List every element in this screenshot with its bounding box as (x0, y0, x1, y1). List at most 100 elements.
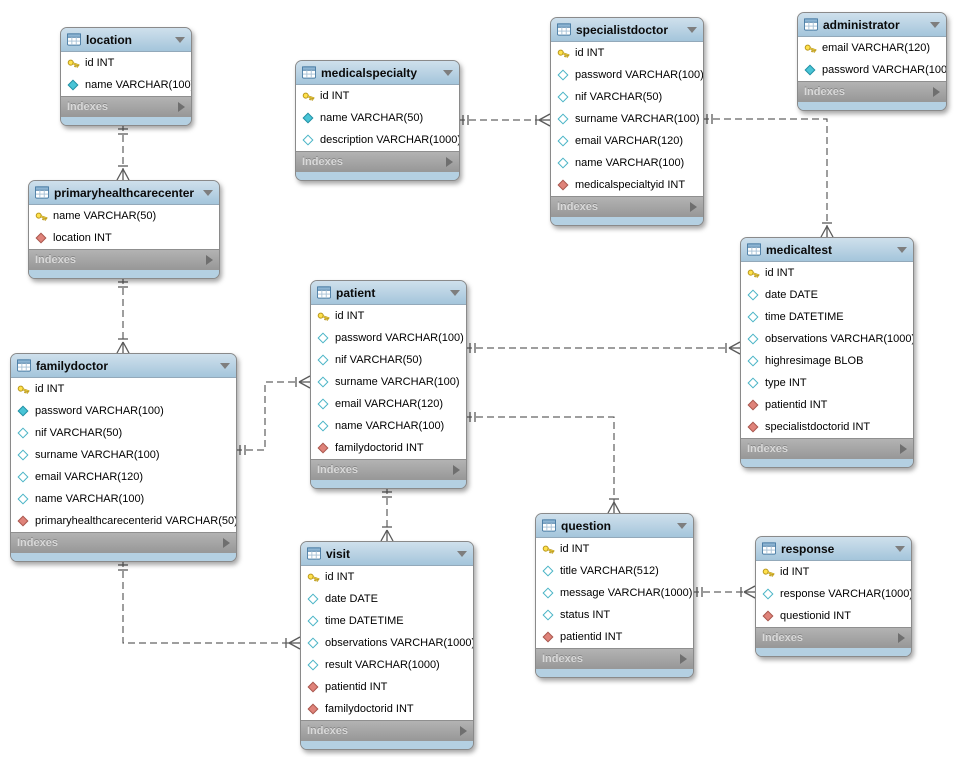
collapse-arrow-icon[interactable] (203, 189, 213, 196)
indexes-section[interactable]: Indexes (301, 720, 473, 741)
collapse-arrow-icon[interactable] (450, 289, 460, 296)
column-row[interactable]: name VARCHAR(50) (296, 107, 459, 129)
column-row[interactable]: password VARCHAR(100) (311, 327, 466, 349)
indexes-section[interactable]: Indexes (29, 249, 219, 270)
column-row[interactable]: patientid INT (536, 626, 693, 648)
column-row[interactable]: id INT (536, 538, 693, 560)
column-row[interactable]: surname VARCHAR(100) (311, 371, 466, 393)
column-row[interactable]: email VARCHAR(120) (551, 130, 703, 152)
expand-arrow-icon[interactable] (453, 465, 460, 475)
column-row[interactable]: title VARCHAR(512) (536, 560, 693, 582)
column-row[interactable]: password VARCHAR(100) (551, 64, 703, 86)
column-row[interactable]: id INT (741, 262, 913, 284)
column-row[interactable]: id INT (296, 85, 459, 107)
indexes-section[interactable]: Indexes (741, 438, 913, 459)
relationship-line[interactable] (122, 560, 300, 644)
column-row[interactable]: name VARCHAR(100) (551, 152, 703, 174)
column-row[interactable]: type INT (741, 372, 913, 394)
expand-arrow-icon[interactable] (900, 444, 907, 454)
relationship-question-response[interactable] (692, 585, 756, 599)
column-row[interactable]: observations VARCHAR(1000) (741, 328, 913, 350)
relationship-medicalspecialty-specialistdoctor[interactable] (458, 113, 551, 127)
column-row[interactable]: nif VARCHAR(50) (11, 422, 236, 444)
relationship-familydoctor-visit[interactable] (118, 560, 301, 650)
collapse-arrow-icon[interactable] (443, 69, 453, 76)
indexes-section[interactable]: Indexes (756, 627, 911, 648)
table-header[interactable]: primaryhealthcarecenter (29, 181, 219, 205)
column-row[interactable]: observations VARCHAR(1000) (301, 632, 473, 654)
column-row[interactable]: nif VARCHAR(50) (311, 349, 466, 371)
column-row[interactable]: message VARCHAR(1000) (536, 582, 693, 604)
column-row[interactable]: familydoctorid INT (301, 698, 473, 720)
column-row[interactable]: email VARCHAR(120) (11, 466, 236, 488)
table-header[interactable]: patient (311, 281, 466, 305)
column-row[interactable]: familydoctorid INT (311, 437, 466, 459)
column-row[interactable]: name VARCHAR(50) (29, 205, 219, 227)
table-header[interactable]: medicalspecialty (296, 61, 459, 85)
column-row[interactable]: id INT (551, 42, 703, 64)
relationship-line[interactable] (465, 416, 615, 513)
collapse-arrow-icon[interactable] (457, 550, 467, 557)
relationship-specialistdoctor-medicaltest[interactable] (702, 114, 834, 238)
relationship-patient-medicaltest[interactable] (465, 341, 741, 355)
table-header[interactable]: visit (301, 542, 473, 566)
column-row[interactable]: email VARCHAR(120) (311, 393, 466, 415)
collapse-arrow-icon[interactable] (677, 522, 687, 529)
column-row[interactable]: highresimage BLOB (741, 350, 913, 372)
column-row[interactable]: id INT (11, 378, 236, 400)
collapse-arrow-icon[interactable] (687, 26, 697, 33)
relationship-location-primaryhealthcarecenter[interactable] (116, 124, 130, 181)
relationship-line[interactable] (235, 381, 310, 451)
table-header[interactable]: familydoctor (11, 354, 236, 378)
table-header[interactable]: location (61, 28, 191, 52)
column-row[interactable]: questionid INT (756, 605, 911, 627)
column-row[interactable]: date DATE (301, 588, 473, 610)
collapse-arrow-icon[interactable] (175, 36, 185, 43)
column-row[interactable]: result VARCHAR(1000) (301, 654, 473, 676)
relationship-familydoctor-patient[interactable] (235, 375, 311, 455)
indexes-section[interactable]: Indexes (311, 459, 466, 480)
table-header[interactable]: administrator (798, 13, 946, 37)
column-row[interactable]: surname VARCHAR(100) (551, 108, 703, 130)
indexes-section[interactable]: Indexes (551, 196, 703, 217)
column-row[interactable]: name VARCHAR(100) (61, 74, 191, 96)
expand-arrow-icon[interactable] (933, 87, 940, 97)
column-row[interactable]: time DATETIME (741, 306, 913, 328)
column-row[interactable]: surname VARCHAR(100) (11, 444, 236, 466)
column-row[interactable]: date DATE (741, 284, 913, 306)
column-row[interactable]: response VARCHAR(1000) (756, 583, 911, 605)
indexes-section[interactable]: Indexes (296, 151, 459, 172)
expand-arrow-icon[interactable] (898, 633, 905, 643)
collapse-arrow-icon[interactable] (897, 246, 907, 253)
table-header[interactable]: medicaltest (741, 238, 913, 262)
column-row[interactable]: name VARCHAR(100) (311, 415, 466, 437)
indexes-section[interactable]: Indexes (536, 648, 693, 669)
column-row[interactable]: password VARCHAR(100) (11, 400, 236, 422)
table-header[interactable]: response (756, 537, 911, 561)
column-row[interactable]: medicalspecialtyid INT (551, 174, 703, 196)
column-row[interactable]: email VARCHAR(120) (798, 37, 946, 59)
expand-arrow-icon[interactable] (460, 726, 467, 736)
expand-arrow-icon[interactable] (206, 255, 213, 265)
column-row[interactable]: password VARCHAR(100) (798, 59, 946, 81)
column-row[interactable]: id INT (61, 52, 191, 74)
column-row[interactable]: id INT (756, 561, 911, 583)
indexes-section[interactable]: Indexes (798, 81, 946, 102)
expand-arrow-icon[interactable] (178, 102, 185, 112)
column-row[interactable]: id INT (301, 566, 473, 588)
column-row[interactable]: primaryhealthcarecenterid VARCHAR(50) (11, 510, 236, 532)
column-row[interactable]: name VARCHAR(100) (11, 488, 236, 510)
column-row[interactable]: patientid INT (301, 676, 473, 698)
relationship-primaryhealthcarecenter-familydoctor[interactable] (116, 277, 130, 354)
column-row[interactable]: specialistdoctorid INT (741, 416, 913, 438)
collapse-arrow-icon[interactable] (930, 21, 940, 28)
expand-arrow-icon[interactable] (446, 157, 453, 167)
